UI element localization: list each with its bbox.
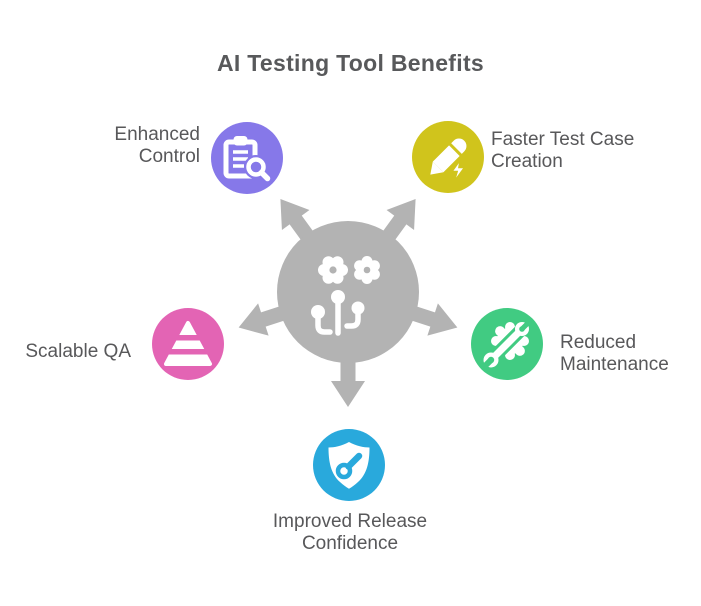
gear-flower-left bbox=[318, 256, 348, 284]
hub-arrow-down bbox=[331, 332, 365, 407]
gears-and-sprout-icon bbox=[311, 256, 380, 336]
label-faster-test-case-creation: Faster Test Case Creation bbox=[491, 129, 635, 172]
benefit-icon-reduced-maintenance bbox=[467, 304, 547, 384]
clipboard-search-icon bbox=[223, 136, 271, 182]
page-title: AI Testing Tool Benefits bbox=[216, 50, 485, 76]
layered-pyramid-icon bbox=[162, 321, 214, 366]
benefit-icon-improved-release-confidence bbox=[309, 425, 389, 505]
gear-wrench-icon bbox=[481, 319, 532, 370]
sprout bbox=[311, 290, 365, 336]
pencil-bolt-icon bbox=[430, 138, 468, 185]
gear-flower-right bbox=[354, 256, 380, 284]
label-scalable-qa: Scalable QA bbox=[25, 341, 131, 362]
label-improved-release-confidence: Improved Release Confidence bbox=[272, 511, 428, 554]
label-reduced-maintenance: Reduced Maintenance bbox=[560, 332, 669, 375]
benefit-icon-enhanced-control bbox=[207, 118, 287, 198]
benefit-icon-scalable-qa bbox=[148, 304, 228, 384]
label-enhanced-control: Enhanced Control bbox=[114, 124, 200, 167]
benefit-icon-faster-test-case-creation bbox=[408, 117, 488, 197]
shield-key-icon bbox=[328, 442, 370, 489]
hub-circle-and-arrows bbox=[238, 198, 458, 407]
